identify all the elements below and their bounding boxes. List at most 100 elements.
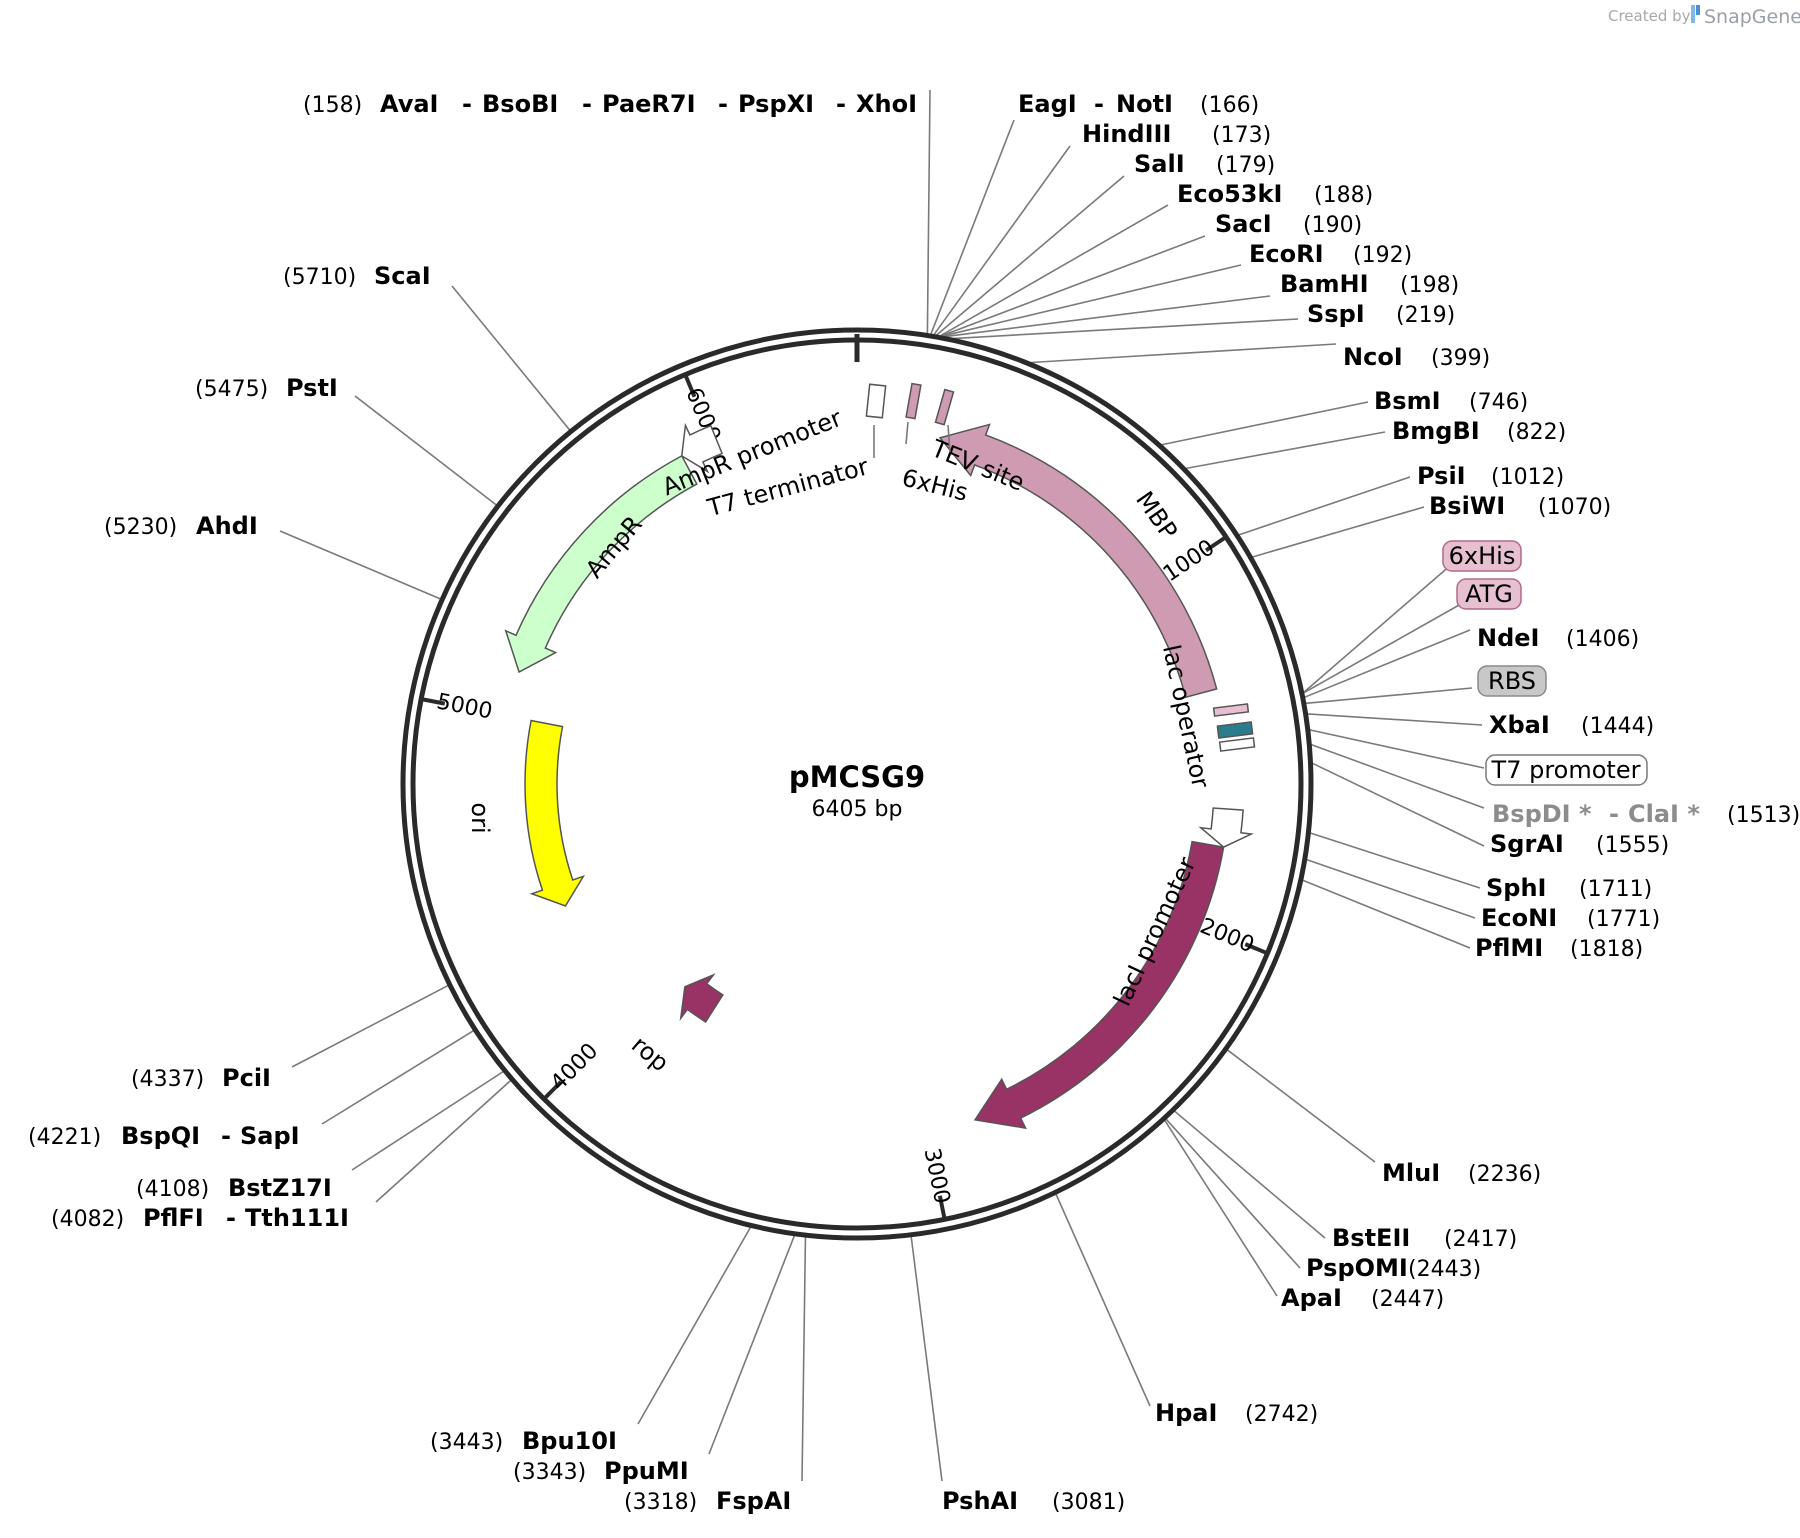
leader-line — [1305, 687, 1473, 705]
svg-text:(4082)PflFI-Tth111I: (4082)PflFI-Tth111I — [51, 1204, 349, 1232]
leader-line — [801, 1237, 807, 1482]
site-label-scai[interactable]: (5710)ScaI — [283, 262, 431, 290]
site-label-bamhi[interactable]: BamHI(198) — [1280, 270, 1459, 298]
svg-text:RBS: RBS — [1488, 667, 1536, 695]
site-label-bstz17i[interactable]: (4108)BstZ17I — [136, 1174, 332, 1202]
site-label-hindiii[interactable]: HindIII(173) — [1082, 120, 1271, 148]
leader-line — [1306, 858, 1476, 919]
site-label-pspomi[interactable]: PspOMI(2443) — [1306, 1254, 1481, 1282]
feature-label: ori — [466, 802, 494, 833]
site-label-sali[interactable]: SalI(179) — [1134, 150, 1275, 178]
boxed-label-rbs[interactable]: RBS — [1477, 665, 1547, 697]
site-label-ahdi[interactable]: (5230)AhdI — [104, 512, 258, 540]
site-label-xhoi[interactable]: (158)AvaI-BsoBI-PaeR7I-PspXI-XhoI — [303, 90, 917, 118]
site-pos: (158) — [303, 93, 362, 118]
leader-line — [321, 1030, 474, 1125]
svg-text:(158)AvaI-BsoBI-PaeR7I-PspXI-X: (158)AvaI-BsoBI-PaeR7I-PspXI-XhoI — [303, 90, 917, 118]
svg-text:NdeI(1406): NdeI(1406) — [1477, 624, 1639, 652]
tick-mark — [937, 1195, 947, 1221]
feature-arrow[interactable] — [680, 422, 724, 474]
svg-text:BamHI(198): BamHI(198) — [1280, 270, 1459, 298]
leader-line — [1309, 729, 1485, 769]
site-label-eco53ki[interactable]: Eco53kI(188) — [1177, 180, 1373, 208]
site-label-sspi[interactable]: SspI(219) — [1307, 300, 1455, 328]
leader-line — [1165, 1118, 1301, 1269]
leader-line — [1311, 743, 1485, 809]
boxed-label-6xhis[interactable]: 6xHis — [1442, 540, 1522, 572]
leader-line — [940, 204, 1169, 337]
leader-line — [1161, 401, 1369, 446]
leader-line — [1185, 431, 1386, 470]
site-label-sapi[interactable]: (4221)BspQI-SapI — [28, 1122, 300, 1150]
tick-label: 2000 — [1196, 914, 1257, 958]
leader-lines — [279, 89, 1485, 1482]
site-label-ncoi[interactable]: NcoI(399) — [1343, 343, 1490, 371]
leader-line — [1055, 1193, 1151, 1407]
svg-text:EagI-NotI(166): EagI-NotI(166) — [1018, 90, 1259, 118]
leader-line — [708, 1235, 796, 1455]
feature-arrow[interactable] — [679, 973, 724, 1023]
tick-label: 5000 — [435, 689, 495, 724]
site-label-pflmi[interactable]: PflMI(1818) — [1475, 934, 1643, 962]
site-label-pshai[interactable]: PshAI(3081) — [942, 1487, 1125, 1515]
site-label-bsteii[interactable]: BstEII(2417) — [1332, 1224, 1517, 1252]
svg-text:(5710)ScaI: (5710)ScaI — [283, 262, 431, 290]
site-label-sphi[interactable]: SphI(1711) — [1486, 874, 1652, 902]
svg-text:HindIII(173): HindIII(173) — [1082, 120, 1271, 148]
site-label-psti[interactable]: (5475)PstI — [195, 374, 338, 402]
site-label-tth111i[interactable]: (4082)PflFI-Tth111I — [51, 1204, 349, 1232]
svg-text:EcoRI(192): EcoRI(192) — [1249, 240, 1412, 268]
plasmid-size: 6405 bp — [812, 797, 903, 822]
credit-prefix: Created by — [1608, 7, 1691, 25]
svg-text:SalI(179): SalI(179) — [1134, 150, 1275, 178]
site-name: AvaI — [380, 90, 439, 118]
site-label-xbai[interactable]: XbaI(1444) — [1489, 711, 1654, 739]
site-label-hpai[interactable]: HpaI(2742) — [1155, 1399, 1318, 1427]
site-name: PaeR7I — [602, 90, 696, 118]
svg-text:XbaI(1444): XbaI(1444) — [1489, 711, 1654, 739]
feature-arrow[interactable] — [1198, 807, 1254, 848]
leader-line — [1302, 879, 1471, 949]
leader-line — [1310, 832, 1481, 889]
boxed-label-t7-promoter[interactable]: T7 promoter — [1485, 754, 1648, 786]
feature-arrow[interactable] — [524, 719, 586, 907]
snapgene-logo-icon — [1691, 5, 1700, 23]
site-label-sgrai[interactable]: SgrAI(1555) — [1490, 830, 1669, 858]
site-label-apai[interactable]: ApaI(2447) — [1281, 1284, 1444, 1312]
svg-text:BspDI *-ClaI *(1513): BspDI *-ClaI *(1513) — [1492, 800, 1800, 828]
svg-text:MluI(2236): MluI(2236) — [1382, 1159, 1541, 1187]
feature-arrow[interactable] — [938, 423, 1218, 699]
svg-text:BmgBI(822): BmgBI(822) — [1392, 417, 1566, 445]
site-label-econi[interactable]: EcoNI(1771) — [1481, 904, 1660, 932]
site-label-mlui[interactable]: MluI(2236) — [1382, 1159, 1541, 1187]
boxed-label-atg[interactable]: ATG — [1456, 578, 1522, 610]
leader-line — [1226, 1049, 1376, 1163]
svg-text:PflMI(1818): PflMI(1818) — [1475, 934, 1643, 962]
leader-line — [1312, 762, 1485, 847]
feature-arrow[interactable] — [973, 840, 1225, 1130]
leader-line — [351, 1070, 504, 1171]
site-label-bmgbi[interactable]: BmgBI(822) — [1392, 417, 1566, 445]
site-label-bpu10i[interactable]: (3443)Bpu10I — [430, 1427, 617, 1455]
leader-line — [1030, 343, 1337, 364]
svg-text:6xHis: 6xHis — [1449, 542, 1516, 570]
plasmid-name: pMCSG9 — [789, 760, 925, 794]
site-label-ecori[interactable]: EcoRI(192) — [1249, 240, 1412, 268]
feature-arrow[interactable] — [504, 454, 698, 674]
site-label-noti[interactable]: EagI-NotI(166) — [1018, 90, 1259, 118]
svg-text:(4221)BspQI-SapI: (4221)BspQI-SapI — [28, 1122, 300, 1150]
site-label-psii[interactable]: PsiI(1012) — [1417, 462, 1564, 490]
svg-text:EcoNI(1771): EcoNI(1771) — [1481, 904, 1660, 932]
leader-line — [375, 1079, 512, 1203]
svg-text:Eco53kI(188): Eco53kI(188) — [1177, 180, 1373, 208]
site-label-ppumi[interactable]: (3343)PpuMI — [513, 1457, 689, 1485]
svg-text:(5475)PstI: (5475)PstI — [195, 374, 338, 402]
site-label-ndei[interactable]: NdeI(1406) — [1477, 624, 1639, 652]
site-label-fspai[interactable]: (3318)FspAI — [624, 1487, 791, 1515]
site-label-saci[interactable]: SacI(190) — [1215, 210, 1362, 238]
svg-text:(3318)FspAI: (3318)FspAI — [624, 1487, 791, 1515]
site-label-bsmi[interactable]: BsmI(746) — [1374, 387, 1528, 415]
site-label-pcii[interactable]: (4337)PciI — [131, 1064, 271, 1092]
site-label-clai[interactable]: BspDI *-ClaI *(1513) — [1492, 800, 1800, 828]
site-label-bsiwi[interactable]: BsiWI(1070) — [1429, 492, 1611, 520]
